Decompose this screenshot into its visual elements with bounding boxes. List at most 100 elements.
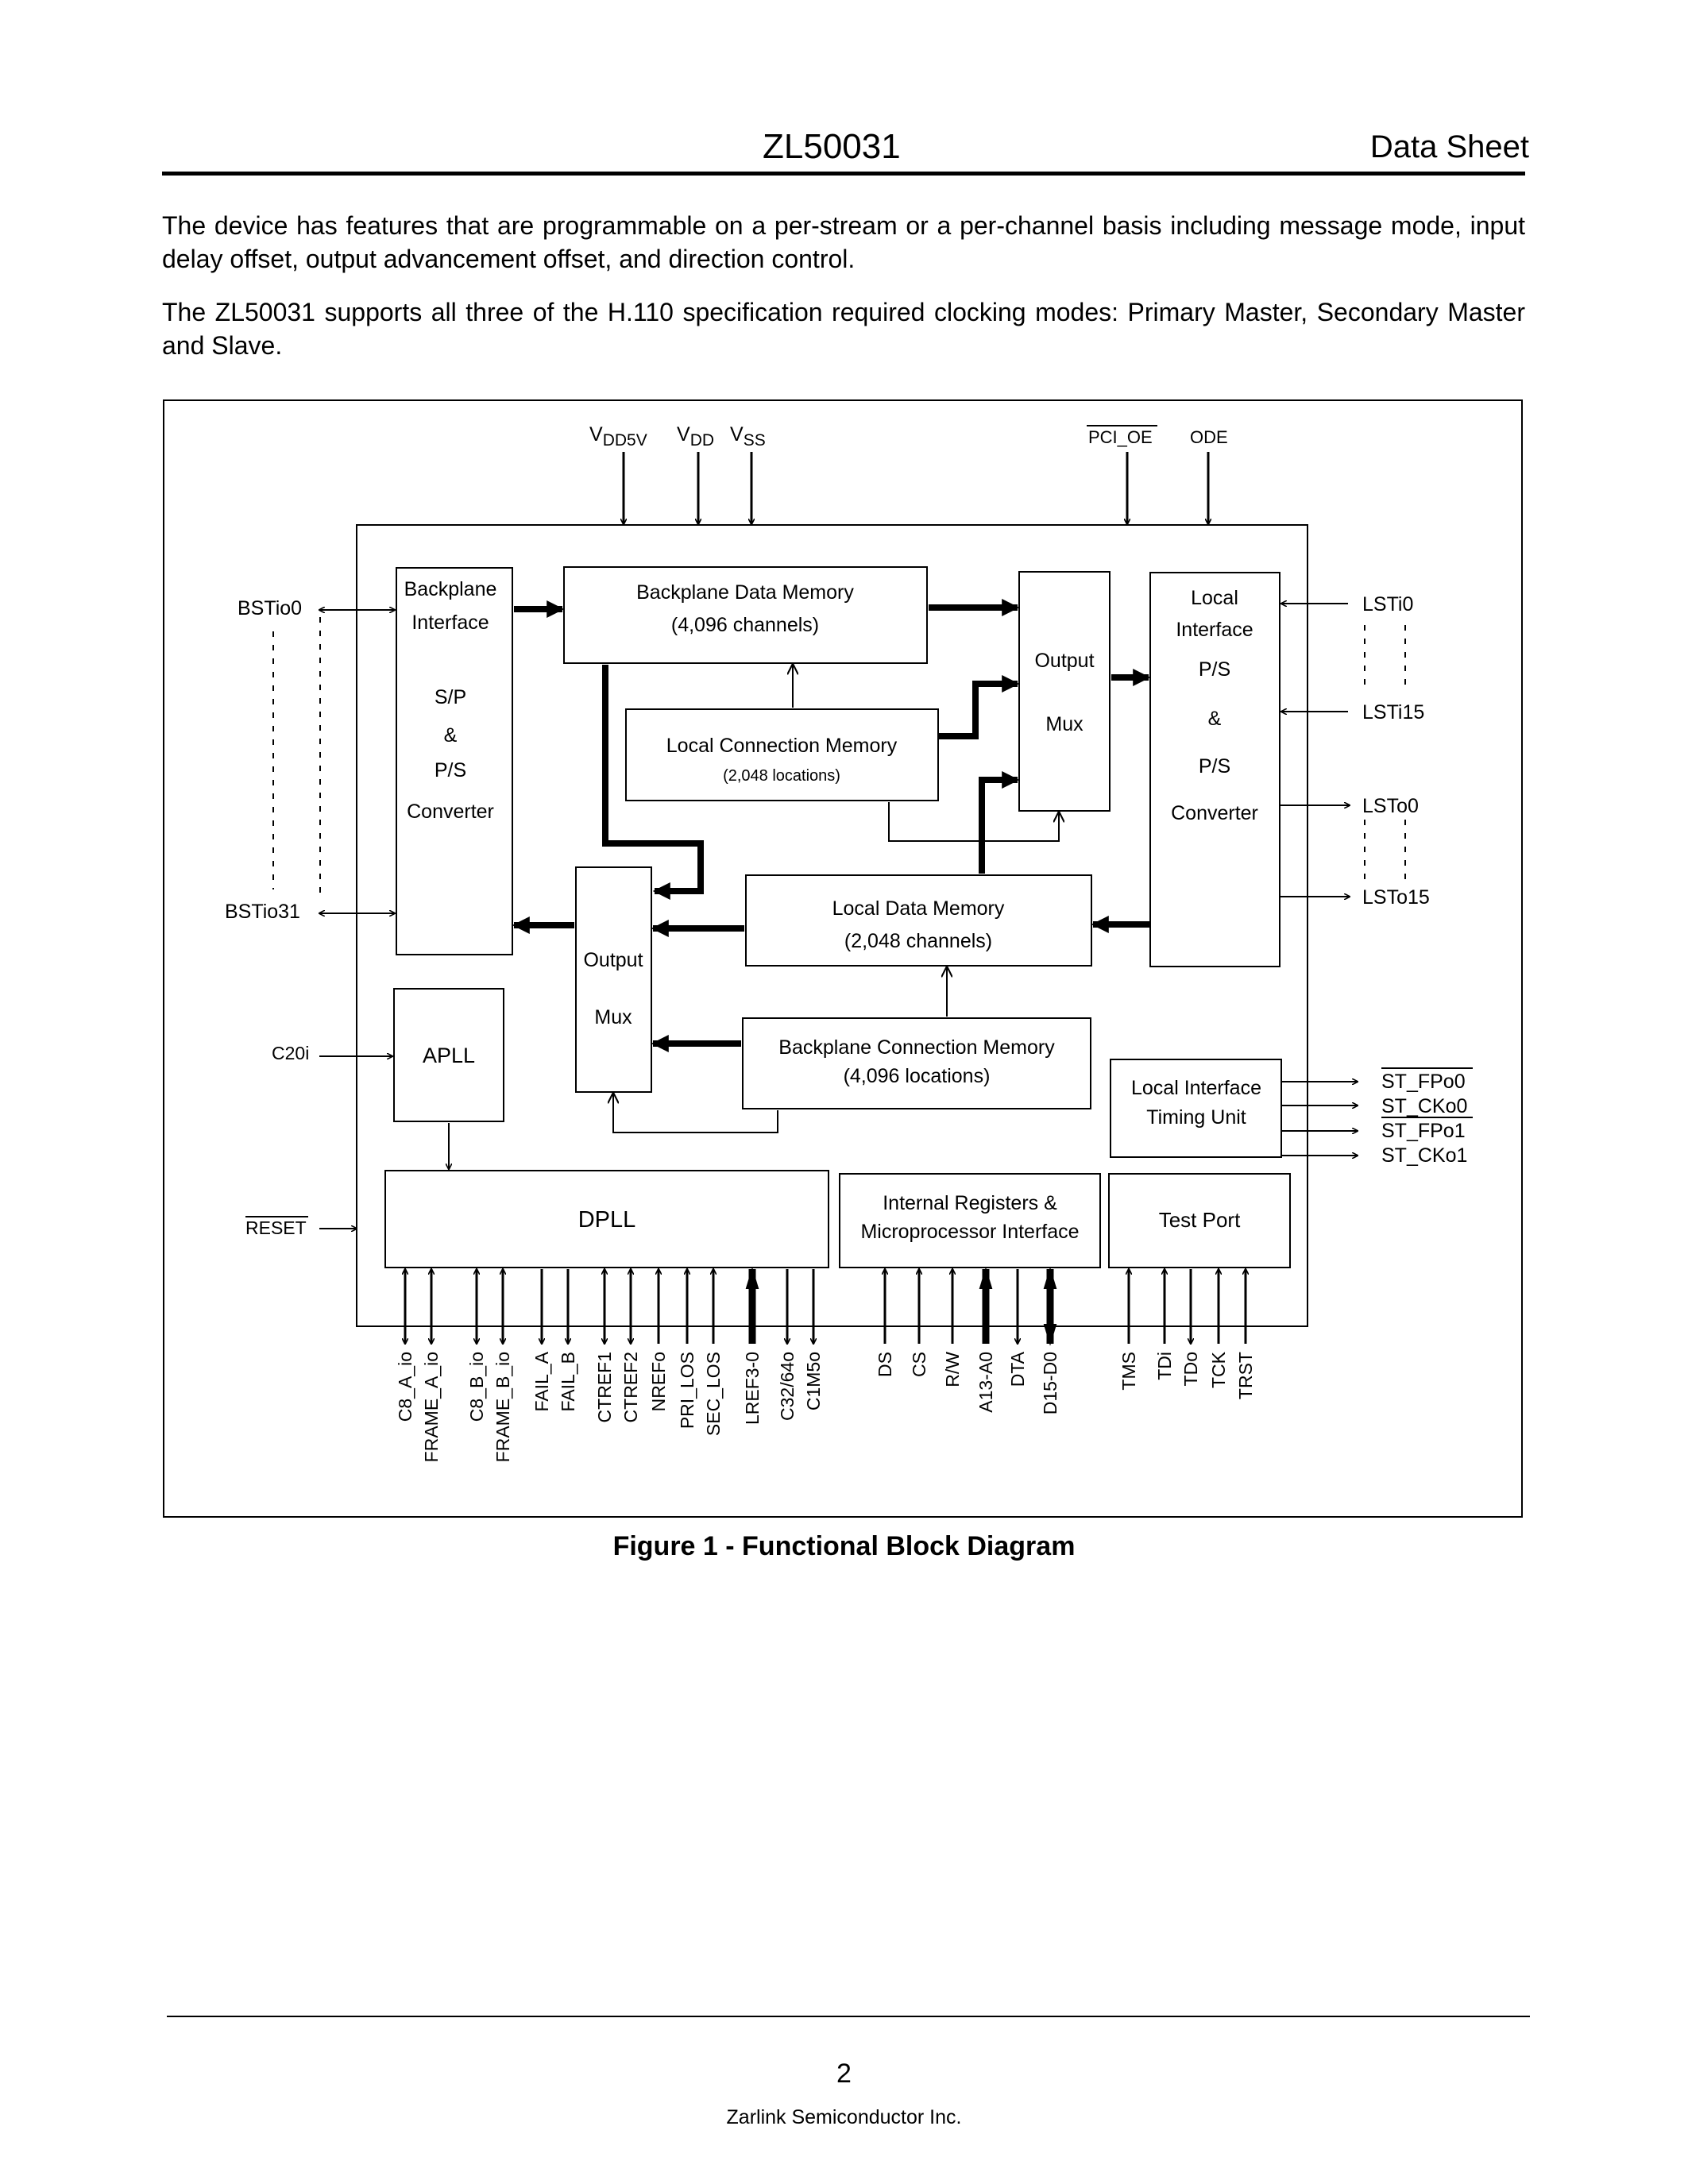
c20i-label: C20i xyxy=(272,1043,309,1063)
internal-registers-line-2: Microprocessor Interface xyxy=(860,1221,1079,1243)
backplane-connection-memory-block xyxy=(742,1017,1091,1109)
local-interface-block xyxy=(1149,572,1280,967)
bstio31-label: BSTio31 xyxy=(225,901,300,923)
pin-label-d15-d0: D15-D0 xyxy=(1040,1352,1060,1414)
bus-bp-data-memory-to-output-mux-bottom xyxy=(602,665,704,900)
pin-label-pri-los: PRI_LOS xyxy=(677,1352,697,1429)
local-connection-memory-size: (2,048 locations) xyxy=(723,767,840,785)
lsti15-label: LSTi15 xyxy=(1362,701,1424,723)
lsti0-label: LSTi0 xyxy=(1362,593,1413,615)
pin-label-c8-a-io: C8_A_io xyxy=(395,1352,415,1422)
figure-frame: VDD5V VDD VSS PCI_OE ODE Backplane Inter… xyxy=(163,399,1523,1518)
internal-registers-line-1: Internal Registers & xyxy=(883,1192,1057,1214)
dpll-block xyxy=(384,1170,829,1268)
pin-label-trst: TRST xyxy=(1235,1352,1256,1399)
pin-label-c1m5o: C1M5o xyxy=(803,1352,824,1410)
local-interface-timing-block xyxy=(1110,1059,1282,1158)
local-interface-line-3: P/S xyxy=(1199,658,1230,681)
local-data-memory-block xyxy=(745,874,1092,967)
local-conn-mem-to-output-mux-control xyxy=(888,802,1059,842)
header-rule xyxy=(162,172,1525,176)
lsto0-label: LSTo0 xyxy=(1362,795,1419,817)
local-interface-timing-line-1: Local Interface xyxy=(1131,1077,1261,1099)
figure-caption: Figure 1 - Functional Block Diagram xyxy=(612,1531,1076,1561)
pin-label-a13-a0: A13-A0 xyxy=(975,1352,996,1413)
output-mux-bottom-line-2: Mux xyxy=(594,1006,632,1028)
backplane-connection-memory-size: (4,096 locations) xyxy=(844,1065,991,1087)
backplane-interface-line-1: Backplane xyxy=(404,578,497,600)
pin-label-tdi: TDi xyxy=(1154,1352,1175,1380)
pin-label-c32-64o: C32/64o xyxy=(777,1352,798,1421)
pin-label-nrefo: NREFo xyxy=(648,1352,669,1411)
backplane-interface-line-3: S/P xyxy=(435,686,466,708)
pin-label-tdo: TDo xyxy=(1180,1352,1201,1386)
pin-label-frame-a-io: FRAME_A_io xyxy=(421,1352,442,1462)
test-port-block xyxy=(1108,1173,1291,1268)
backplane-interface-line-2: Interface xyxy=(411,612,489,634)
functional-block-diagram: VDD5V VDD VSS PCI_OE ODE Backplane Inter… xyxy=(225,423,1473,1462)
page-number: 2 xyxy=(836,2059,852,2089)
bstio0-label: BSTio0 xyxy=(238,597,302,619)
output-mux-top-block xyxy=(1018,571,1111,812)
pin-label-dta: DTA xyxy=(1007,1351,1028,1387)
vss-label: VSS xyxy=(730,423,766,450)
lsto15-label: LSTo15 xyxy=(1362,886,1430,909)
intro-paragraph-1: The device has features that are program… xyxy=(162,211,1525,273)
footer-company: Zarlink Semiconductor Inc. xyxy=(726,2106,962,2128)
document-type-label: Data Sheet xyxy=(1369,129,1529,164)
backplane-data-memory-block xyxy=(563,566,928,664)
local-interface-timing-line-2: Timing Unit xyxy=(1146,1106,1246,1129)
apll-block xyxy=(393,988,504,1122)
pin-label-ds: DS xyxy=(875,1352,895,1377)
pin-label-r-w: R/W xyxy=(942,1352,963,1387)
backplane-interface-block xyxy=(396,567,513,955)
vdd-label: VDD xyxy=(677,423,714,450)
backplane-data-memory-title: Backplane Data Memory xyxy=(636,581,854,604)
local-interface-line-6: Converter xyxy=(1171,802,1258,824)
intro-paragraph-2: The ZL50031 supports all three of the H.… xyxy=(162,298,1525,360)
output-mux-top-line-1: Output xyxy=(1034,650,1094,672)
st-fpo1-label: ST_FPo1 xyxy=(1381,1120,1466,1142)
pin-label-ctref1: CTREF1 xyxy=(594,1352,615,1422)
reset-label: RESET xyxy=(245,1217,307,1238)
local-data-memory-size: (2,048 channels) xyxy=(844,930,992,952)
pin-label-lref3-0: LREF3-0 xyxy=(742,1352,763,1425)
st-cko0-label: ST_CKo0 xyxy=(1381,1095,1467,1117)
bus-local-conn-mem-to-output-mux xyxy=(939,675,1020,739)
internal-registers-block xyxy=(839,1173,1101,1268)
chip-boundary xyxy=(356,524,1308,1327)
pin-label-cs: CS xyxy=(909,1352,929,1377)
test-port-label: Test Port xyxy=(1159,1208,1241,1232)
backplane-connection-memory-title: Backplane Connection Memory xyxy=(778,1036,1055,1059)
ode-label: ODE xyxy=(1190,427,1228,447)
local-interface-line-1: Local xyxy=(1191,587,1238,609)
st-fpo0-label: ST_FPo0 xyxy=(1381,1071,1466,1093)
backplane-interface-line-4: & xyxy=(444,724,458,747)
local-connection-memory-block xyxy=(625,708,939,801)
pin-label-tck: TCK xyxy=(1208,1351,1229,1388)
local-interface-line-4: & xyxy=(1208,708,1222,730)
local-connection-memory-title: Local Connection Memory xyxy=(666,735,898,757)
footer-rule xyxy=(167,2016,1530,2017)
pin-label-c8-b-io: C8_B_io xyxy=(466,1352,487,1422)
document-title: ZL50031 xyxy=(763,127,901,166)
local-data-memory-title: Local Data Memory xyxy=(832,897,1005,920)
pin-label-ctref2: CTREF2 xyxy=(620,1352,641,1422)
pin-label-frame-b-io: FRAME_B_io xyxy=(492,1352,513,1462)
pci-oe-label: PCI_OE xyxy=(1088,427,1153,447)
bp-conn-mem-to-output-mux-control xyxy=(613,1094,778,1133)
pin-label-sec-los: SEC_LOS xyxy=(703,1352,724,1436)
st-cko1-label: ST_CKo1 xyxy=(1381,1144,1467,1167)
local-interface-line-5: P/S xyxy=(1199,755,1230,778)
output-mux-top-line-2: Mux xyxy=(1045,713,1083,735)
pin-label-fail-b: FAIL_B xyxy=(558,1352,578,1411)
output-mux-bottom-line-1: Output xyxy=(583,949,643,971)
backplane-data-memory-size: (4,096 channels) xyxy=(671,614,819,636)
dpll-label: DPLL xyxy=(578,1207,636,1233)
backplane-interface-line-6: Converter xyxy=(407,801,494,823)
pin-label-fail-a: FAIL_A xyxy=(531,1351,552,1411)
backplane-interface-line-5: P/S xyxy=(435,759,466,781)
apll-label: APLL xyxy=(423,1044,475,1067)
vdd5v-label: VDD5V xyxy=(589,423,647,450)
local-interface-line-2: Interface xyxy=(1176,619,1253,641)
